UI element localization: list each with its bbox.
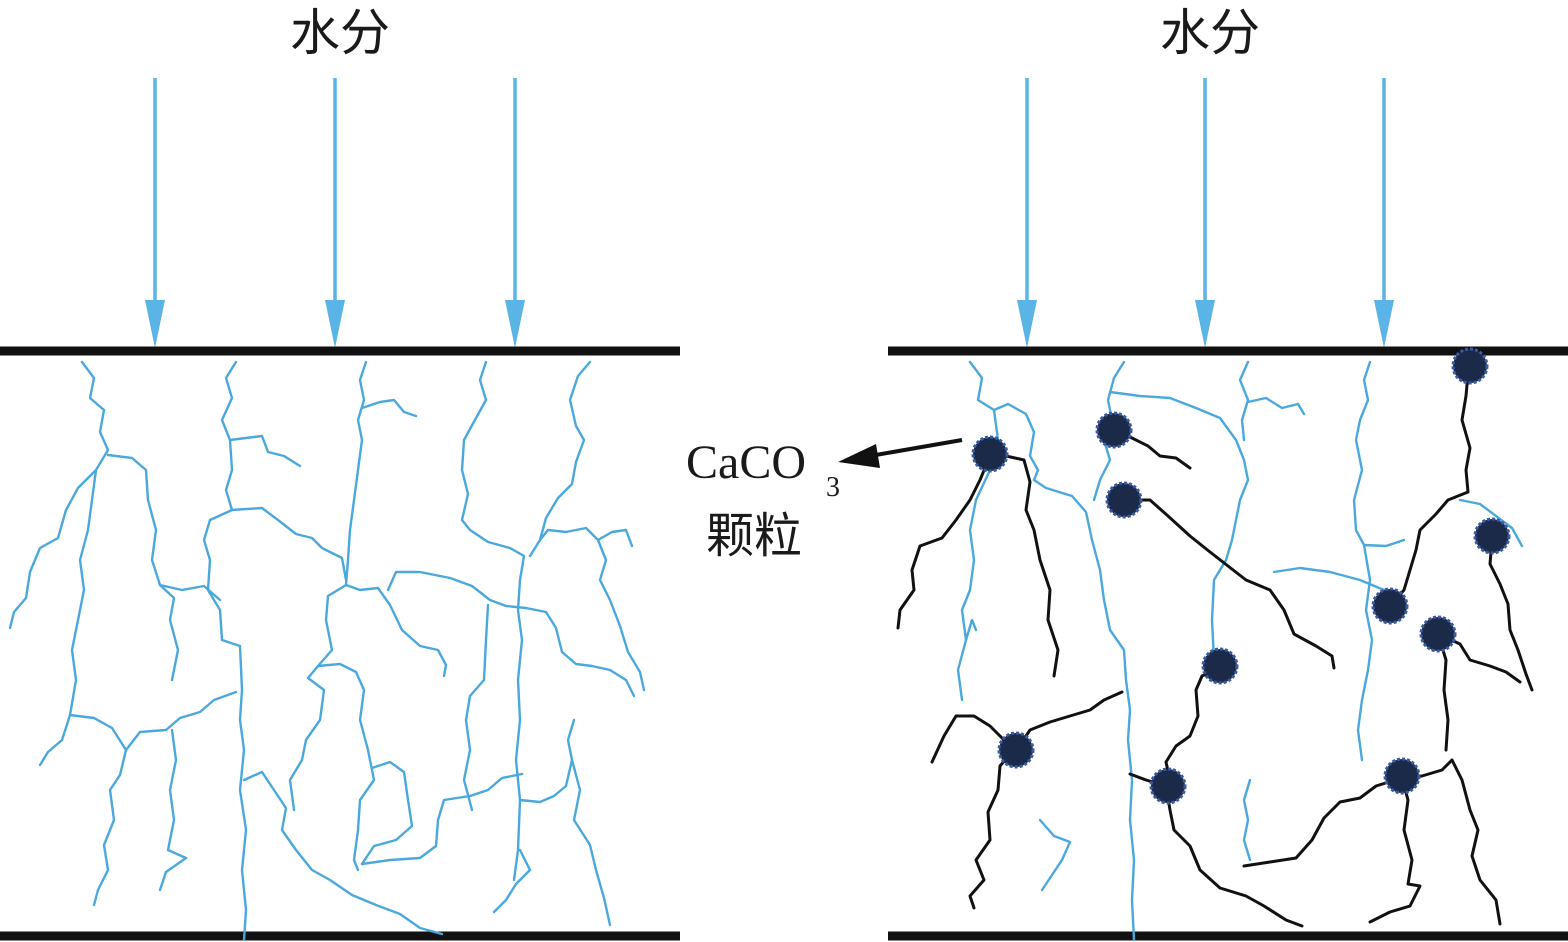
healed-crack xyxy=(896,454,992,630)
crack xyxy=(462,603,490,812)
crack xyxy=(106,453,180,682)
crack xyxy=(528,360,592,558)
caco3-particle xyxy=(1451,347,1489,385)
water-arrow xyxy=(505,78,525,348)
healed-crack xyxy=(1016,690,1124,750)
healed-crack xyxy=(1164,784,1304,928)
crack xyxy=(38,360,110,767)
water-arrow xyxy=(1017,78,1037,348)
healed-crack xyxy=(1122,498,1336,670)
crack xyxy=(242,770,444,936)
crack xyxy=(360,772,524,866)
crack xyxy=(158,583,222,602)
crack xyxy=(538,526,646,692)
water-arrow xyxy=(145,78,165,348)
caco3-particle xyxy=(1105,481,1143,519)
crack xyxy=(1352,360,1406,548)
caco3-particle xyxy=(1201,647,1239,685)
healed-crack xyxy=(1368,776,1422,924)
healed-crack xyxy=(1388,372,1472,608)
caco3-particle xyxy=(1419,615,1457,653)
particle-label-subscript: 3 xyxy=(826,472,840,503)
crack xyxy=(460,360,526,882)
crack xyxy=(288,583,348,812)
caco3-particle xyxy=(1095,411,1133,449)
right-panel: 水分 xyxy=(888,4,1568,942)
crack xyxy=(570,758,612,927)
crack xyxy=(1242,778,1252,862)
caco3-particle xyxy=(997,731,1035,769)
crack xyxy=(8,468,98,630)
crack xyxy=(492,848,532,914)
right-water-arrows xyxy=(1017,78,1394,348)
crack xyxy=(1238,360,1250,442)
crack xyxy=(518,718,576,804)
caco3-particle xyxy=(1383,757,1421,795)
crack xyxy=(158,728,188,892)
crack xyxy=(230,506,348,582)
left-panel: 水分 xyxy=(0,4,680,942)
crack xyxy=(344,360,448,678)
crack xyxy=(68,713,128,907)
crack xyxy=(1272,566,1386,592)
water-arrow xyxy=(1195,78,1215,348)
crack xyxy=(386,570,636,698)
crack xyxy=(360,760,414,866)
crack xyxy=(1108,390,1250,482)
crack xyxy=(1246,396,1306,416)
crack xyxy=(1038,818,1072,892)
callout-arrow-head xyxy=(838,444,880,468)
callout-arrow-line xyxy=(869,438,963,458)
crack xyxy=(202,438,248,942)
healed-crack xyxy=(988,454,1060,678)
crack xyxy=(1210,478,1250,662)
healed-crack xyxy=(1400,758,1502,926)
crack xyxy=(968,360,1040,482)
water-arrow xyxy=(1374,78,1394,348)
crack xyxy=(316,662,376,872)
left-panel-title: 水分 xyxy=(290,4,390,62)
healed-crack xyxy=(1242,776,1404,868)
particle-label-main: CaCO xyxy=(686,436,806,489)
caco3-particle xyxy=(1473,517,1511,555)
crack xyxy=(220,360,302,468)
crack xyxy=(596,528,634,548)
healed-crack xyxy=(1488,538,1534,692)
healed-crack xyxy=(1436,632,1522,684)
crack xyxy=(1458,498,1524,548)
crack xyxy=(1032,478,1136,942)
crack xyxy=(124,690,238,752)
caco3-particle xyxy=(971,435,1009,473)
caco3-particle xyxy=(1371,587,1409,625)
right-panel-title: 水分 xyxy=(1160,4,1260,62)
caco3-particle xyxy=(1149,767,1187,805)
caco3-particles xyxy=(971,347,1511,805)
particle-callout: CaCO 3 颗粒 xyxy=(686,436,963,563)
left-water-arrows xyxy=(145,78,525,348)
healed-crack xyxy=(1164,666,1222,782)
crack xyxy=(964,618,978,642)
healed-crack xyxy=(968,750,1014,910)
crack xyxy=(360,398,418,418)
water-arrow xyxy=(325,78,345,348)
left-crack-network xyxy=(8,360,646,942)
crack xyxy=(1356,543,1374,762)
particle-label-second: 颗粒 xyxy=(706,510,802,563)
